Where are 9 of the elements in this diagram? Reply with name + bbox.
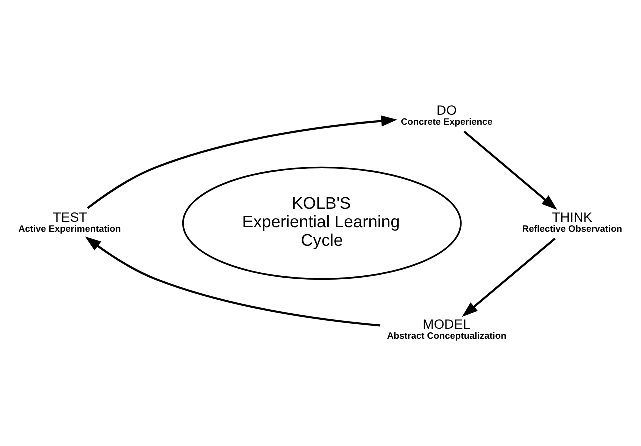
arrow — [87, 115, 398, 209]
node-text: DO Concrete Experience — [401, 102, 493, 127]
node-text: MODEL Abstract Conceptualization — [387, 316, 507, 341]
arrow — [462, 237, 556, 317]
node-text: THINK Reflective Observation — [522, 210, 622, 234]
arrow — [85, 236, 381, 326]
node-ellipse: KOLB'S Experiential Learning Cycle — [182, 166, 462, 280]
node-text: TEST Active Experimentation — [18, 210, 122, 234]
arrow — [464, 130, 558, 210]
